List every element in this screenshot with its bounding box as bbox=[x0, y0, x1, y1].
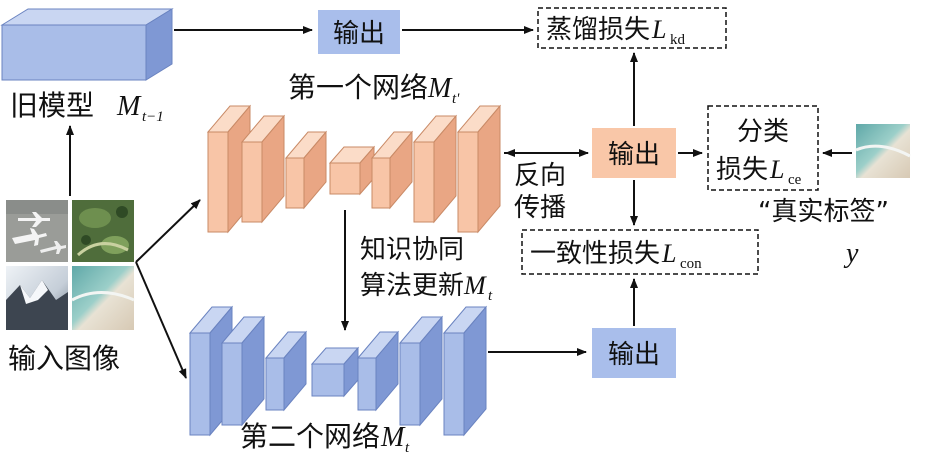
net1-layer-2 bbox=[240, 114, 286, 224]
snow-mountain-image-icon bbox=[6, 266, 68, 330]
output-box-top-label: 输出 bbox=[333, 19, 385, 49]
true-label-text: “真实标签” bbox=[758, 197, 889, 227]
net1-var: M bbox=[427, 73, 453, 104]
old-model-top-face bbox=[0, 8, 174, 26]
old-model-label: 旧模型 bbox=[10, 89, 94, 122]
net1-layers bbox=[206, 104, 502, 234]
old-model-front-face bbox=[1, 24, 147, 81]
classification-loss-line2: 损失 bbox=[716, 155, 768, 185]
net1-layer-7 bbox=[456, 104, 502, 234]
input-images-grid bbox=[6, 200, 135, 330]
classification-loss-sub: ce bbox=[788, 172, 802, 188]
update-line2: 算法更新 bbox=[360, 271, 464, 301]
arrow-input-to-net2 bbox=[135, 261, 187, 379]
net1-sub: t' bbox=[452, 91, 460, 107]
consistency-loss-var: L bbox=[661, 239, 676, 268]
backprop-line2: 传播 bbox=[514, 193, 566, 223]
net2-layer-bottleneck bbox=[310, 346, 360, 398]
beach-image-icon bbox=[855, 124, 911, 178]
net2-layer-6 bbox=[398, 315, 444, 427]
net1-label: 第一个网络 bbox=[288, 71, 428, 104]
output-box-bottom-label: 输出 bbox=[608, 340, 660, 370]
net1-layer-5 bbox=[370, 130, 414, 210]
output-box-bottom bbox=[592, 328, 676, 378]
net2-layer-2 bbox=[220, 315, 266, 427]
distill-loss-box bbox=[537, 7, 727, 49]
old-model-sub: t−1 bbox=[142, 109, 164, 125]
backprop-line1: 反向 bbox=[514, 161, 566, 191]
true-label-var: y bbox=[843, 238, 859, 269]
beach-image-icon-input bbox=[71, 266, 135, 330]
update-var: M bbox=[463, 271, 487, 300]
consistency-loss-label: 一致性损失 bbox=[530, 239, 660, 269]
output-box-top bbox=[318, 10, 400, 54]
connection-arrows bbox=[66, 26, 852, 379]
net2-layer-7 bbox=[442, 305, 488, 437]
net2-sub: t bbox=[405, 440, 410, 456]
net1-layer-bottleneck bbox=[328, 145, 376, 196]
net2-label: 第二个网络 bbox=[240, 420, 380, 453]
classification-loss-box bbox=[707, 105, 819, 191]
consistency-loss-sub: con bbox=[680, 256, 702, 272]
classification-loss-var: L bbox=[769, 155, 784, 184]
distill-loss-sub: kd bbox=[670, 32, 686, 48]
distill-loss-var: L bbox=[651, 15, 666, 44]
airplanes-image-icon bbox=[6, 200, 68, 262]
old-model-box bbox=[0, 8, 174, 81]
distill-loss-label: 蒸馏损失 bbox=[546, 15, 650, 45]
net1-layer-6 bbox=[412, 114, 458, 224]
input-images-label: 输入图像 bbox=[8, 342, 120, 375]
net1-layer-3 bbox=[284, 130, 328, 210]
net2-layer-5 bbox=[356, 330, 400, 412]
consistency-loss-box bbox=[521, 229, 759, 275]
update-line1: 知识协同 bbox=[360, 235, 464, 265]
output-box-middle bbox=[592, 128, 676, 178]
net2-layers bbox=[188, 305, 488, 437]
classification-loss-line1: 分类 bbox=[737, 117, 789, 147]
old-model-var: M bbox=[116, 91, 142, 122]
net2-var: M bbox=[380, 422, 406, 453]
output-box-middle-label: 输出 bbox=[608, 140, 660, 170]
net2-layer-3 bbox=[264, 330, 308, 412]
arrow-input-to-net1 bbox=[135, 199, 201, 263]
golf-course-image-icon bbox=[72, 200, 134, 262]
update-sub: t bbox=[488, 288, 493, 304]
